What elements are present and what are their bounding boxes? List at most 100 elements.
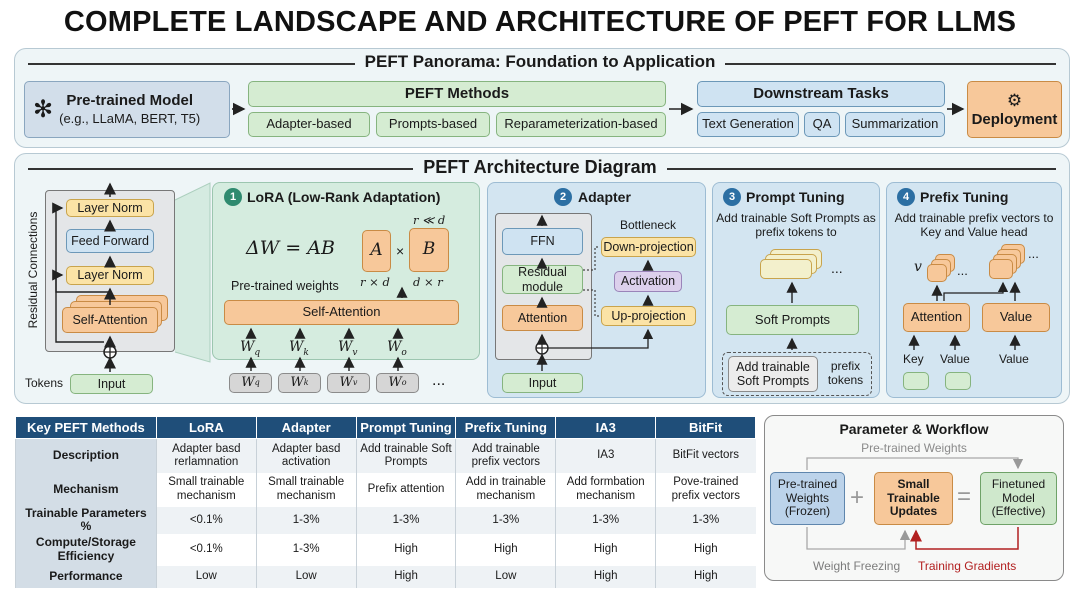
prefix-title: Prefix Tuning (920, 189, 1009, 205)
panorama-title: PEFT Panorama: Foundation to Application (354, 52, 726, 71)
weight-wq: Wq (240, 339, 261, 358)
activation: Activation (614, 271, 682, 292)
small-updates-box: Small Trainable Updates (874, 472, 953, 525)
bottleneck-label: Bottleneck (620, 218, 677, 232)
workflow-top-label: Pre-trained Weights (861, 441, 967, 455)
matrix-b: B (409, 228, 449, 272)
self-attention-box: Self-Attention (62, 307, 158, 333)
deployment-box: ⚙ Deployment (967, 81, 1062, 138)
prompt-desc: Add trainable Soft Prompts as prefix tok… (716, 211, 876, 240)
adapter-title: Adapter (578, 189, 631, 205)
feed-forward-box: Feed Forward (66, 229, 154, 253)
lora-formula: ΔW = AB (246, 237, 335, 259)
task-qa: QA (804, 112, 840, 137)
method-reparameterization-based: Reparameterization-based (496, 112, 666, 137)
prompt-ellipsis: ... (831, 260, 843, 276)
table-header: Prompt Tuning (355, 416, 457, 439)
prefix-attention: Attention (903, 303, 970, 332)
soft-prompts-box: Soft Prompts (726, 305, 859, 335)
prefix-vec-b1 (989, 259, 1013, 279)
peft-methods-table: Key PEFT Methods LoRA Adapter Prompt Tun… (15, 416, 756, 589)
prefix-tuning-panel (886, 182, 1062, 398)
layer-norm-top: Layer Norm (66, 199, 154, 217)
table-header: LoRA (155, 416, 257, 439)
pretrained-weights-label: Pre-trained weights (231, 279, 339, 293)
lora-title: LoRA (Low-Rank Adaptation) (247, 189, 441, 205)
matrix-b-dim: d × r (413, 275, 443, 289)
key-input (903, 372, 929, 390)
prefix-ellipsis-2: ... (1028, 246, 1039, 261)
table-header-row: Key PEFT Methods LoRA Adapter Prompt Tun… (15, 416, 756, 439)
prompt-title: Prompt Tuning (746, 189, 845, 205)
value-label-2: Value (999, 352, 1029, 366)
lora-rank-note: r ≪ d (413, 213, 446, 227)
downstream-tasks-header: Downstream Tasks (697, 81, 945, 107)
transformer-input: Input (70, 374, 153, 394)
peft-methods-header: PEFT Methods (248, 81, 666, 107)
prompt-input-group (722, 352, 872, 396)
prefix-vec-a1 (927, 264, 947, 282)
method-prompts-based: Prompts-based (376, 112, 490, 137)
up-projection: Up-projection (601, 306, 696, 326)
adapter-input: Input (502, 373, 583, 393)
table-row: Trainable Parameters %<0.1%1-3%1-3%1-3%1… (15, 506, 756, 535)
weight-wk: Wk (289, 339, 309, 358)
lora-badge: 1 (224, 188, 242, 206)
table-header: IA3 (555, 416, 657, 439)
value-input (945, 372, 971, 390)
matrix-a-dim: r × d (360, 275, 390, 289)
table-header: Adapter (255, 416, 357, 439)
workflow-title: Parameter & Workflow (839, 421, 989, 437)
add-trainable-soft-prompts: Add trainable Soft Prompts (728, 356, 818, 392)
times-sign: × (396, 243, 405, 259)
equals-sign: = (957, 483, 972, 510)
page-title: COMPLETE LANDSCAPE AND ARCHITECTURE OF P… (63, 6, 1017, 38)
tokens-label: Tokens (25, 376, 64, 390)
architecture-title: PEFT Architecture Diagram (413, 157, 667, 177)
key-label: Key (903, 352, 924, 366)
openai-icon: ✻ (33, 95, 54, 123)
weight-wo: Wo (387, 339, 407, 358)
lora-self-attention: Self-Attention (224, 300, 459, 325)
adapter-ffn: FFN (502, 228, 583, 255)
task-summarization: Summarization (845, 112, 945, 137)
pretrained-model-title: Pre-trained Model (66, 91, 194, 109)
table-header: Key PEFT Methods (15, 416, 157, 439)
weight-wv: Wv (338, 339, 358, 358)
plus-sign: + (850, 484, 865, 511)
prefix-desc: Add trainable prefix vectors to Key and … (894, 211, 1054, 240)
deployment-label: Deployment (971, 110, 1058, 128)
residual-module: Residual module (502, 265, 583, 294)
pretrained-model-sub: (e.g., LLaMA, BERT, T5) (59, 111, 201, 127)
task-text-generation: Text Generation (697, 112, 799, 137)
value-label-1: Value (940, 352, 970, 366)
prefix-ellipsis-1: ... (957, 263, 968, 278)
pretrained-model-box: ✻ Pre-trained Model (e.g., LLaMA, BERT, … (24, 81, 230, 138)
prefix-badge: 4 (897, 188, 915, 206)
prompt-badge: 3 (723, 188, 741, 206)
weight-freezing-label: Weight Freezing (813, 559, 901, 573)
prefix-tokens-label: prefix tokens (827, 359, 864, 388)
training-gradients-label: Training Gradients (918, 559, 1017, 573)
prefix-v-label: v (914, 259, 922, 275)
finetuned-model-box: Finetuned Model (Effective) (980, 472, 1057, 525)
frozen-weights-box: Pre-trained Weights (Frozen) (770, 472, 845, 525)
down-projection: Down-projection (601, 237, 696, 257)
adapter-badge: 2 (554, 188, 572, 206)
soft-prompt-stack-1 (760, 259, 812, 279)
